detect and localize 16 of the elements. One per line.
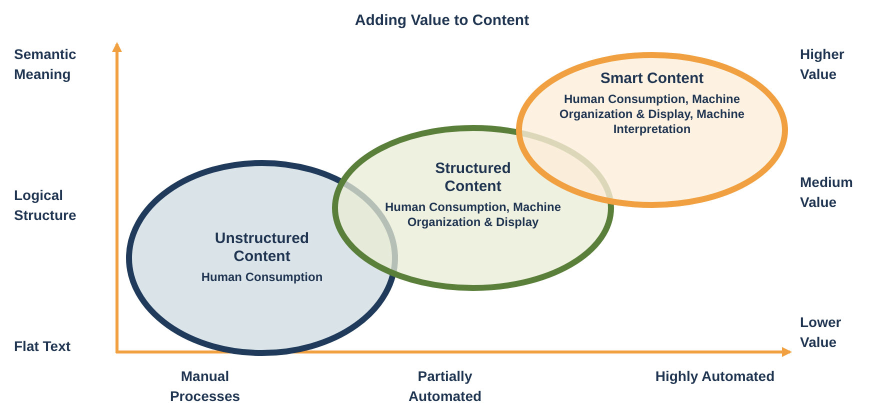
ellipse-text: Human Consumption, Machine Organization & Display: [384, 200, 562, 230]
ellipse-heading: Structured Content: [434, 160, 512, 196]
axis-label: Medium Value: [800, 173, 854, 212]
axis-label: Highly Automated: [655, 367, 775, 386]
axis-label: Manual Processes: [168, 367, 242, 403]
ellipse-text: Human Consumption: [200, 270, 324, 285]
axis-label: Lower Value: [800, 313, 842, 352]
ellipse-text: Human Consumption, Machine Organization & Display, Machine Interpretation: [558, 92, 746, 137]
axis-label: Semantic Meaning: [14, 45, 78, 84]
axis-label: Flat Text: [14, 337, 72, 356]
axis-label: Higher Value: [800, 45, 846, 84]
axis-label: Partially Automated: [407, 367, 483, 403]
chart-title: Adding Value to Content: [354, 12, 530, 29]
ellipse-heading: Unstructured Content: [214, 230, 310, 266]
axis-label: Logical Structure: [14, 186, 78, 225]
ellipse-heading: Smart Content: [599, 70, 705, 88]
